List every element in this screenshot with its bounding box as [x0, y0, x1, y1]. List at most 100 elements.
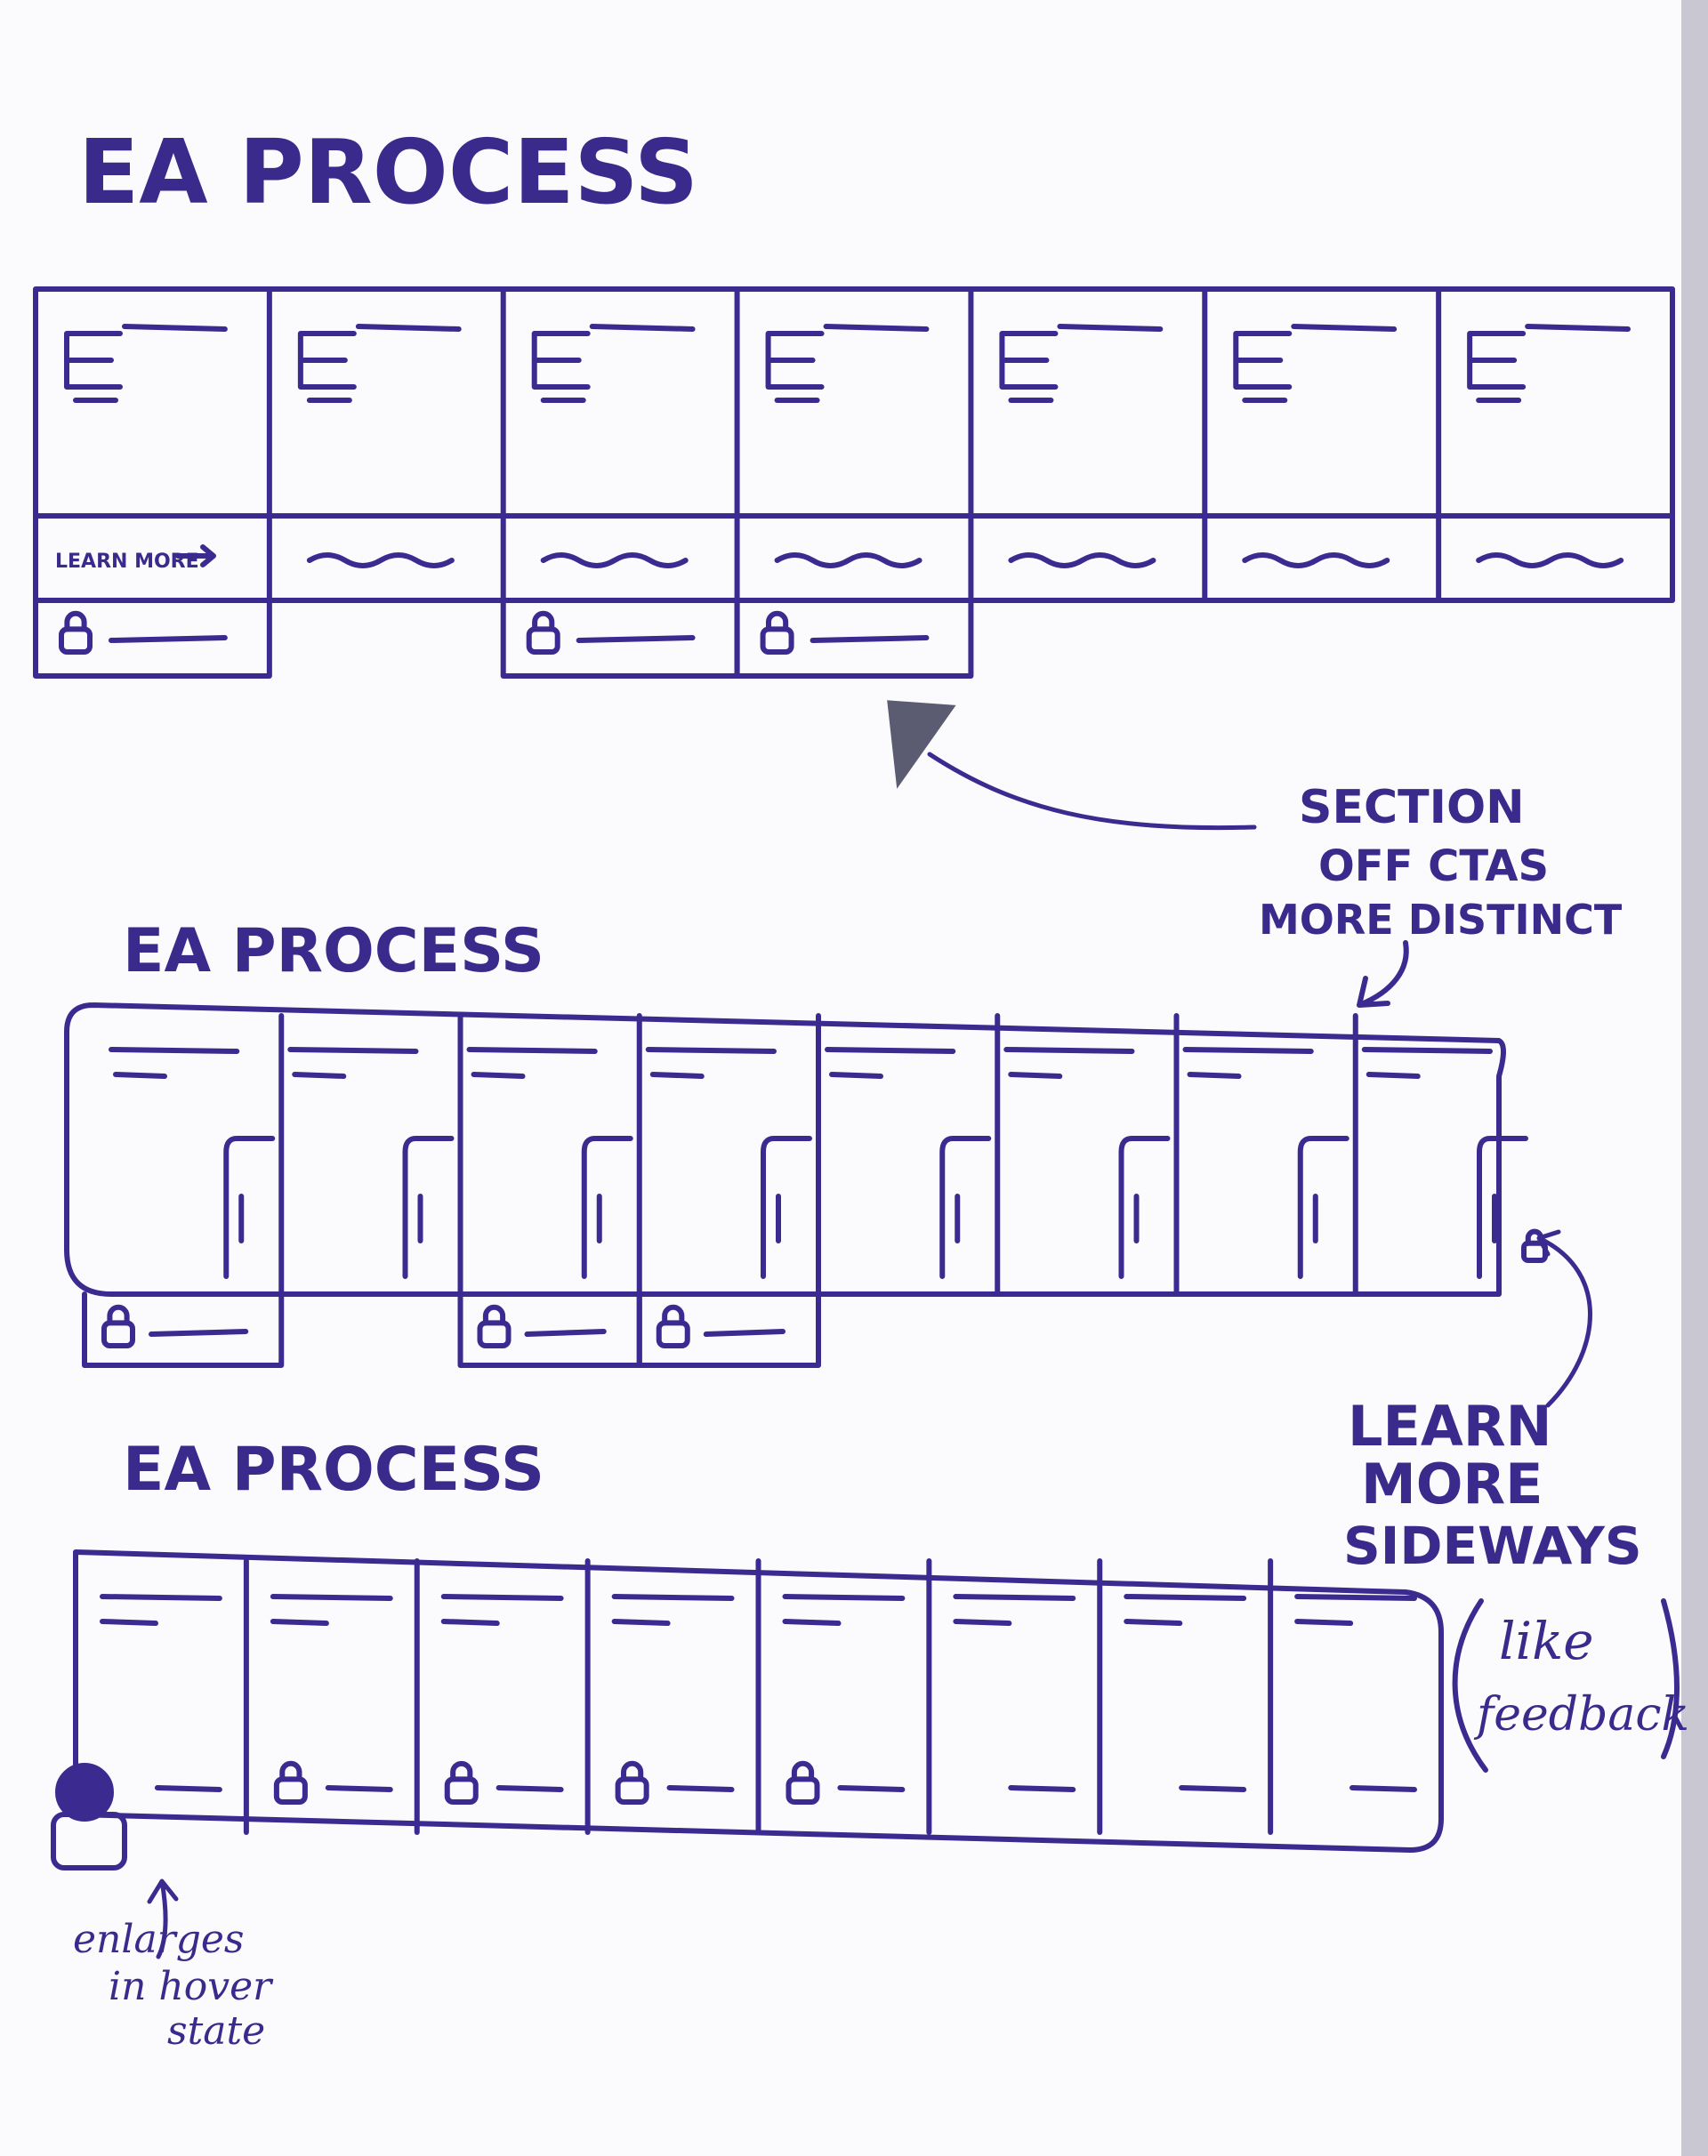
sketch-2-cta	[82, 1291, 285, 1368]
annotation-learn-more-sideways: LEARN MORE SIDEWAYS	[1343, 1394, 1642, 1576]
sketch-2-card	[466, 1047, 633, 1279]
sketch-1-title: EA PROCESS	[78, 120, 698, 224]
lock-body	[656, 1320, 690, 1349]
card-subline	[953, 1619, 1012, 1626]
card-subline	[440, 1619, 500, 1626]
side-tab	[939, 1136, 992, 1279]
card-heading-line	[1057, 324, 1164, 332]
lock-shackle	[621, 1760, 644, 1782]
lock-shackle	[279, 1760, 302, 1782]
card-cta-line	[154, 1785, 222, 1792]
arrow-icon	[1357, 940, 1409, 1008]
cta-box	[33, 598, 272, 679]
card-heading-line	[466, 1047, 598, 1054]
lock-body	[477, 1320, 512, 1349]
whiteboard-edge	[1681, 0, 1708, 2156]
card-heading-line	[953, 1594, 1076, 1601]
arrow-section-off	[887, 700, 1257, 831]
learn-more-scribble	[1242, 552, 1390, 568]
card-cta-line	[666, 1785, 735, 1792]
card-heading-line	[645, 1047, 777, 1054]
lock-shackle	[64, 610, 87, 632]
card-subline	[113, 1072, 167, 1079]
learn-more-scribble	[774, 552, 922, 568]
lock-icon	[101, 1304, 135, 1349]
cta-label-line	[109, 635, 228, 643]
lock-icon	[477, 1304, 512, 1349]
card-heading-line	[1124, 1594, 1247, 1601]
hover-icon-frame	[51, 1812, 127, 1870]
lock-shackle	[107, 1304, 130, 1326]
lock-body	[615, 1776, 649, 1806]
sketch-2: EA PROCESS	[64, 916, 1548, 1368]
sketch-1-card	[1233, 324, 1398, 568]
card-cta-line	[1349, 1785, 1417, 1792]
card-cta-line	[837, 1785, 906, 1792]
sketch-3-frame	[73, 1549, 1444, 1853]
section-off-line-2: OFF CTAS	[1318, 841, 1549, 891]
cta-label-line	[703, 1329, 786, 1337]
learn-more-scribble	[1008, 552, 1156, 568]
lock-shackle	[791, 1760, 815, 1782]
section-off-line-3: MORE DISTINCT	[1259, 896, 1623, 944]
annotation-section-off: SECTION OFF CTAS MORE DISTINCT	[1259, 781, 1623, 944]
learn-more-sideways-line-3: SIDEWAYS	[1343, 1516, 1642, 1576]
card-heading-line	[1291, 324, 1398, 332]
sketch-2-card	[287, 1047, 455, 1279]
card-subline	[829, 1072, 883, 1079]
card-subline	[292, 1072, 347, 1079]
card-heading-line	[589, 324, 696, 332]
card-heading-scribble	[765, 331, 825, 390]
card-subline	[100, 1619, 158, 1626]
card-heading-line	[1182, 1047, 1314, 1054]
lock-icon	[273, 1760, 308, 1806]
lock-body	[786, 1776, 820, 1806]
sketch-2-cards	[64, 1002, 1548, 1368]
lock-icon	[615, 1760, 649, 1806]
card-cta-line	[495, 1785, 564, 1792]
card-heading-line	[1003, 1047, 1135, 1054]
lock-shackle	[482, 1304, 506, 1326]
sketch-1-card	[1467, 324, 1631, 568]
learn-more-sideways-line-1: LEARN	[1348, 1394, 1551, 1459]
arrow-icon	[147, 1878, 179, 1959]
learn-more-scribble	[306, 552, 455, 568]
sketch-3-card	[1294, 1594, 1417, 1792]
arrow-icon	[887, 700, 956, 789]
sketch-1-cta	[734, 598, 974, 679]
sketch-3-card	[782, 1594, 906, 1806]
lock-shackle	[532, 610, 555, 632]
sketch-2-frame	[64, 1002, 1506, 1297]
card-heading-line	[611, 1594, 735, 1601]
lock-icon	[59, 610, 93, 656]
learn-more-scribble	[540, 552, 689, 568]
arrow-icon	[175, 544, 216, 567]
sketch-3-title: EA PROCESS	[123, 1435, 544, 1505]
sketch-2-card	[645, 1047, 812, 1279]
sketch-3: EA PROCESS	[51, 1435, 1444, 1870]
side-tab	[581, 1136, 633, 1279]
enlarges-line-2: in hover	[109, 1964, 274, 2009]
sketch-2-card	[1361, 1047, 1528, 1279]
hover-icon	[51, 1763, 127, 1870]
lock-body	[444, 1776, 479, 1806]
side-tab	[761, 1136, 812, 1279]
sketch-3-card	[270, 1594, 393, 1806]
sketch-2-card	[1182, 1047, 1349, 1279]
lock-shackle	[662, 1304, 685, 1326]
card-subline	[1294, 1619, 1354, 1626]
sketch-3-card	[440, 1594, 564, 1806]
side-tab	[402, 1136, 455, 1279]
side-tab	[1118, 1136, 1171, 1279]
card-subline	[1366, 1072, 1421, 1079]
sketch-2-card	[1003, 1047, 1171, 1279]
sketch-1-frame	[33, 286, 1675, 603]
sketch-2-title: EA PROCESS	[123, 916, 544, 986]
card-heading-scribble	[531, 331, 591, 390]
sketch-2-card	[109, 1047, 276, 1279]
card-heading-line	[440, 1594, 564, 1601]
card-heading-line	[287, 1047, 419, 1054]
card-heading-line	[782, 1594, 906, 1601]
like-feedback-line-2: feedback	[1473, 1688, 1689, 1742]
sketch-2-cta	[636, 1291, 821, 1368]
